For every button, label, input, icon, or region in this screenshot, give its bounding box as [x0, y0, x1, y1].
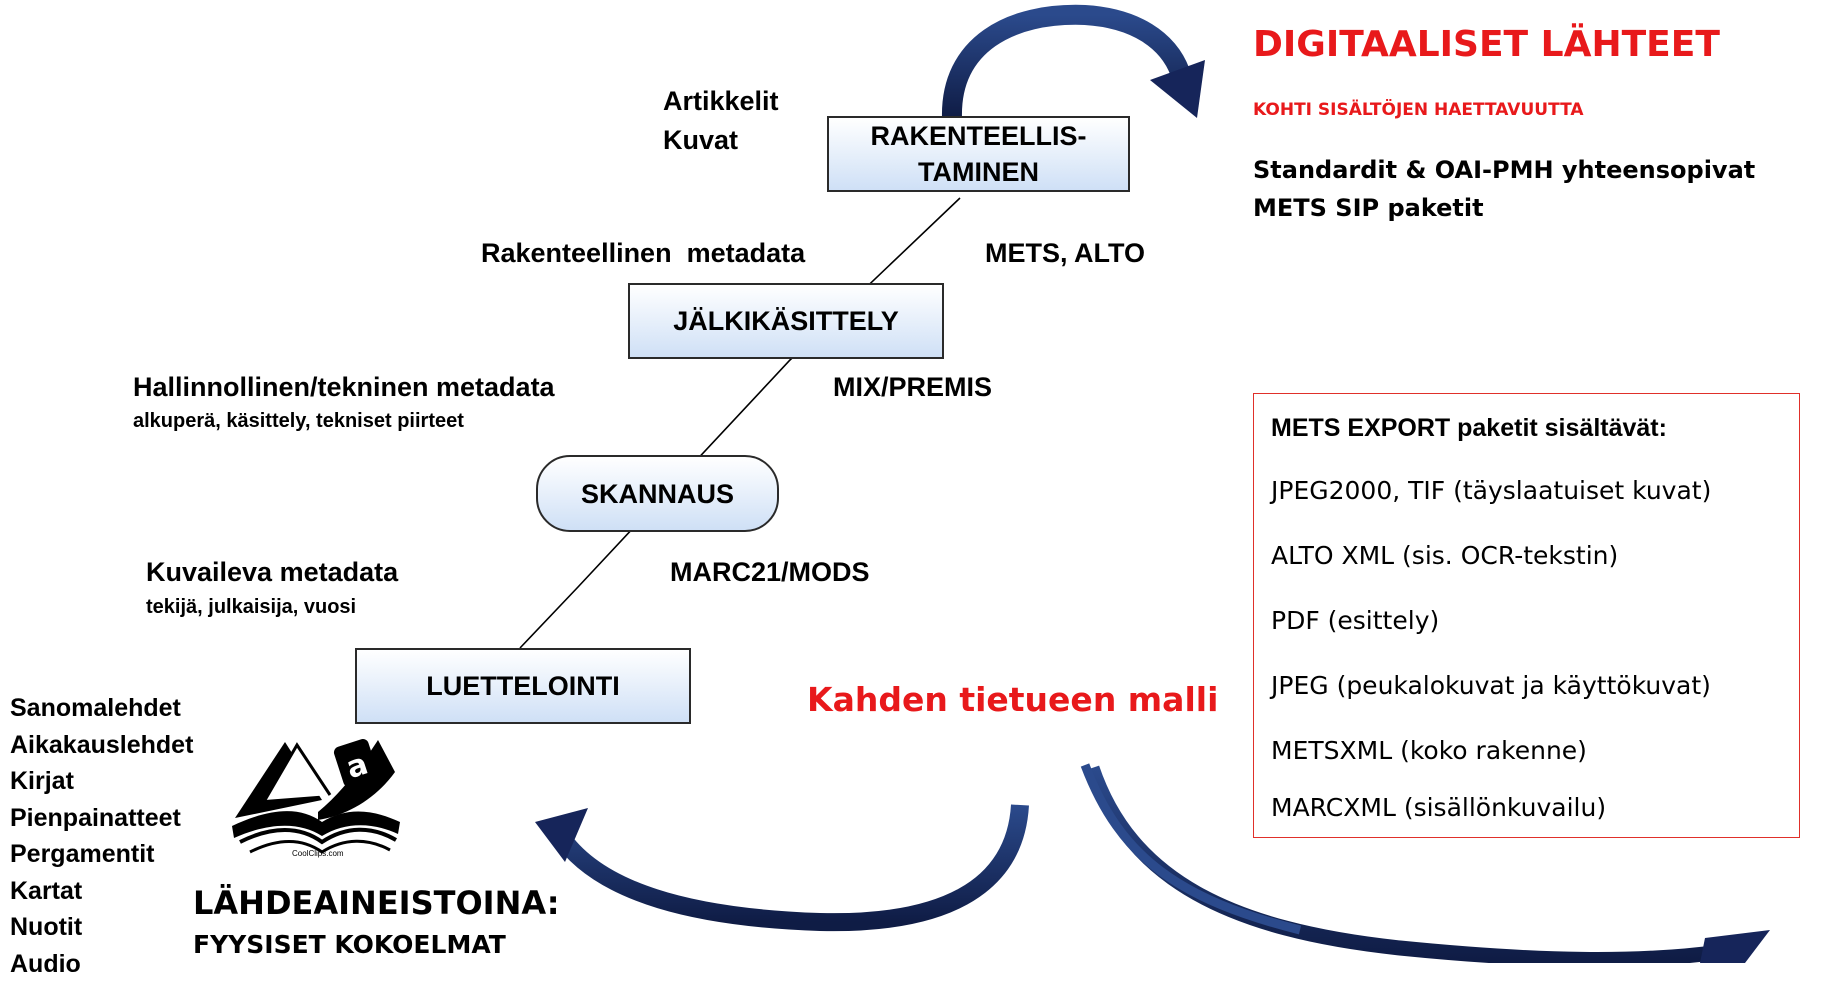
stage-postprocessing: JÄLKIKÄSITTELY — [628, 283, 944, 359]
list-item: METSXML (koko rakenne) — [1271, 736, 1587, 765]
list-item: Aikakauslehdet — [10, 727, 193, 764]
label-images: Kuvat — [663, 125, 738, 156]
label-descriptive-metadata: Kuvaileva metadata — [146, 557, 398, 588]
two-record-model-label: Kahden tietueen malli — [807, 680, 1218, 719]
list-item: Pergamentit — [10, 836, 193, 873]
digital-sources-title: DIGITAALISET LÄHTEET — [1253, 24, 1720, 65]
label-mix-premis: MIX/PREMIS — [833, 372, 992, 403]
physical-sources-heading: LÄHDEAINEISTOINA: — [193, 884, 560, 922]
mets-export-box: METS EXPORT paketit sisältävät: JPEG2000… — [1253, 393, 1800, 838]
label-admin-metadata: Hallinnollinen/tekninen metadata — [133, 372, 555, 403]
physical-sources-subheading: FYYSISET KOKOELMAT — [193, 930, 506, 959]
label-articles: Artikkelit — [663, 86, 779, 117]
mets-export-title: METS EXPORT paketit sisältävät: — [1271, 414, 1667, 443]
list-item: Kirjat — [10, 763, 193, 800]
label-structural-metadata: Rakenteellinen metadata — [481, 238, 805, 269]
list-item: Kartat — [10, 873, 193, 910]
book-clipart-icon: a — [232, 737, 400, 852]
curved-arrow-icon — [952, 15, 1205, 118]
digital-sources-subtitle: KOHTI SISÄLTÖJEN HAETTAVUUTTA — [1253, 100, 1584, 120]
label-mets-alto: METS, ALTO — [985, 238, 1145, 269]
list-item: ALTO XML (sis. OCR-tekstin) — [1271, 541, 1618, 570]
curved-arrow-icon — [535, 805, 1020, 922]
clipart-credit: CoolClips.com — [292, 849, 344, 858]
list-item: Audio — [10, 946, 193, 982]
stage-structuring: RAKENTEELLIS- TAMINEN — [827, 116, 1130, 192]
list-item: Pienpainatteet — [10, 800, 193, 837]
label-marc-mods: MARC21/MODS — [670, 557, 870, 588]
stage-cataloguing: LUETTELOINTI — [355, 648, 691, 724]
stage-structuring-line1: RAKENTEELLIS- — [871, 118, 1087, 154]
list-item: JPEG (peukalokuvat ja käyttökuvat) — [1271, 671, 1711, 700]
label-descriptive-metadata-sub: tekijä, julkaisija, vuosi — [146, 596, 356, 619]
list-item: Sanomalehdet — [10, 690, 193, 727]
label-admin-metadata-sub: alkuperä, käsittely, tekniset piirteet — [133, 410, 464, 433]
stage-scanning: SKANNAUS — [536, 455, 779, 532]
standards-line-1: Standardit & OAI-PMH yhteensopivat — [1253, 156, 1755, 184]
list-item: JPEG2000, TIF (täyslaatuiset kuvat) — [1271, 476, 1711, 505]
physical-sources-list: Sanomalehdet Aikakauslehdet Kirjat Pienp… — [10, 690, 193, 982]
standards-line-2: METS SIP paketit — [1253, 194, 1484, 222]
list-item: MARCXML (sisällönkuvailu) — [1271, 793, 1606, 822]
stage-structuring-line2: TAMINEN — [918, 154, 1039, 190]
list-item: PDF (esittely) — [1271, 606, 1439, 635]
list-item: Nuotit — [10, 909, 193, 946]
